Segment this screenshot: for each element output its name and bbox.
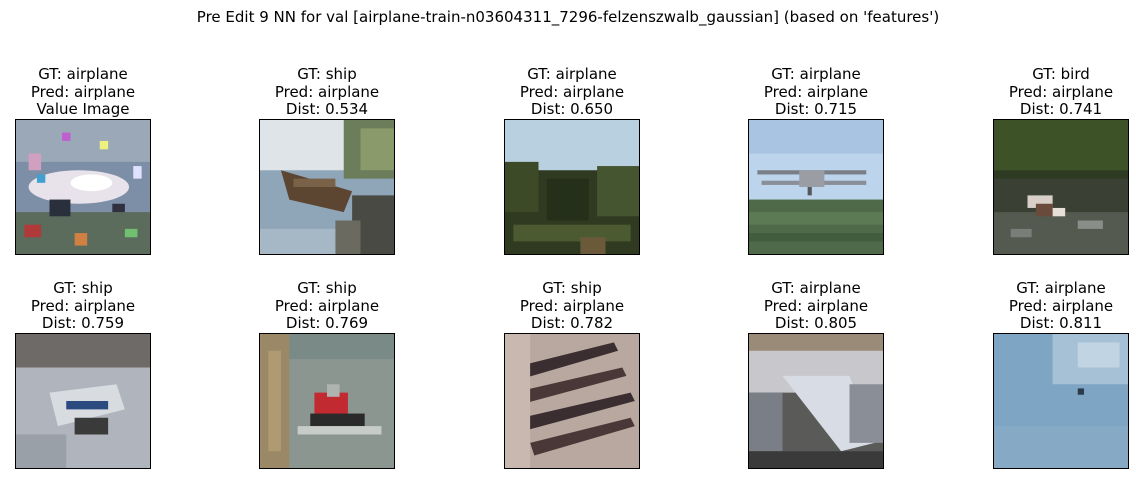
forest-landscape-thumbnail xyxy=(504,119,640,255)
neighbor-panel: GT: airplane Pred: airplane Dist: 0.715 xyxy=(748,65,884,255)
ship-gray-thumbnail xyxy=(15,333,151,469)
sky-small-plane-thumbnail xyxy=(993,333,1129,469)
distance-label: Dist: 0.759 xyxy=(41,314,125,332)
ground-truth-label: GT: airplane xyxy=(38,65,128,83)
panel-title: GT: airplane Pred: airplane Dist: 0.650 xyxy=(464,65,680,119)
ground-truth-label: GT: airplane xyxy=(771,279,861,297)
image-graphic xyxy=(994,334,1128,468)
biplane-over-field-thumbnail xyxy=(748,119,884,255)
panel-title: GT: ship Pred: airplane Dist: 0.769 xyxy=(219,279,435,333)
ground-truth-label: GT: bird xyxy=(1032,65,1090,83)
neighbor-panel: GT: airplane Pred: airplane Dist: 0.811 xyxy=(993,279,1129,469)
neighbor-panel: GT: airplane Pred: airplane Value Image xyxy=(15,65,151,255)
ground-truth-label: GT: ship xyxy=(297,65,357,83)
image-graphic xyxy=(505,120,639,254)
red-tugboat-thumbnail xyxy=(259,333,395,469)
neighbor-panel: GT: bird Pred: airplane Dist: 0.741 xyxy=(993,65,1129,255)
neighbor-panel: GT: ship Pred: airplane Dist: 0.769 xyxy=(259,279,395,469)
neighbor-panel: GT: ship Pred: airplane Dist: 0.759 xyxy=(15,279,151,469)
distance-label: Dist: 0.650 xyxy=(530,100,614,118)
bird-on-water-thumbnail xyxy=(993,119,1129,255)
dark-oars-thumbnail xyxy=(504,333,640,469)
panel-title: GT: ship Pred: airplane Dist: 0.759 xyxy=(0,279,191,333)
image-graphic xyxy=(749,120,883,254)
prediction-label: Pred: airplane xyxy=(519,82,625,101)
neighbor-panel: GT: ship Pred: airplane Dist: 0.534 xyxy=(259,65,395,255)
prediction-label: Pred: airplane xyxy=(1008,82,1114,101)
prediction-label: Pred: airplane xyxy=(763,296,869,315)
airplane-stairs-thumbnail xyxy=(748,333,884,469)
neighbor-panel: GT: airplane Pred: airplane Dist: 0.805 xyxy=(748,279,884,469)
panel-title: GT: airplane Pred: airplane Dist: 0.811 xyxy=(953,279,1136,333)
image-graphic xyxy=(16,120,150,254)
distance-label: Dist: 0.811 xyxy=(1019,314,1103,332)
ground-truth-label: GT: ship xyxy=(53,279,113,297)
prediction-label: Pred: airplane xyxy=(274,82,380,101)
distance-label: Dist: 0.782 xyxy=(530,314,614,332)
neighbor-panel: GT: ship Pred: airplane Dist: 0.782 xyxy=(504,279,640,469)
image-graphic xyxy=(749,334,883,468)
prediction-label: Pred: airplane xyxy=(519,296,625,315)
ground-truth-label: GT: airplane xyxy=(1016,279,1106,297)
panel-title: GT: ship Pred: airplane Dist: 0.782 xyxy=(464,279,680,333)
ground-truth-label: GT: airplane xyxy=(771,65,861,83)
distance-label: Dist: 0.534 xyxy=(285,100,369,118)
panel-title: GT: bird Pred: airplane Dist: 0.741 xyxy=(953,65,1136,119)
boat-on-water-thumbnail xyxy=(259,119,395,255)
prediction-label: Pred: airplane xyxy=(30,82,136,101)
image-graphic xyxy=(260,334,394,468)
prediction-label: Pred: airplane xyxy=(30,296,136,315)
panel-title: GT: airplane Pred: airplane Dist: 0.715 xyxy=(708,65,924,119)
distance-label: Dist: 0.741 xyxy=(1019,100,1103,118)
prediction-label: Pred: airplane xyxy=(274,296,380,315)
distance-label: Dist: 0.715 xyxy=(774,100,858,118)
prediction-label: Pred: airplane xyxy=(763,82,869,101)
distance-label: Dist: 0.769 xyxy=(285,314,369,332)
noisy-airplane-thumbnail xyxy=(15,119,151,255)
ground-truth-label: GT: ship xyxy=(542,279,602,297)
image-graphic xyxy=(994,120,1128,254)
figure-title: Pre Edit 9 NN for val [airplane-train-n0… xyxy=(196,8,940,26)
prediction-label: Pred: airplane xyxy=(1008,296,1114,315)
image-graphic xyxy=(16,334,150,468)
panel-title: GT: ship Pred: airplane Dist: 0.534 xyxy=(219,65,435,119)
distance-label: Dist: 0.805 xyxy=(774,314,858,332)
panel-title: GT: airplane Pred: airplane Value Image xyxy=(0,65,191,119)
ground-truth-label: GT: airplane xyxy=(527,65,617,83)
ground-truth-label: GT: ship xyxy=(297,279,357,297)
neighbor-panel: GT: airplane Pred: airplane Dist: 0.650 xyxy=(504,65,640,255)
panel-title: GT: airplane Pred: airplane Dist: 0.805 xyxy=(708,279,924,333)
distance-label: Value Image xyxy=(36,100,130,118)
image-graphic xyxy=(260,120,394,254)
image-graphic xyxy=(505,334,639,468)
